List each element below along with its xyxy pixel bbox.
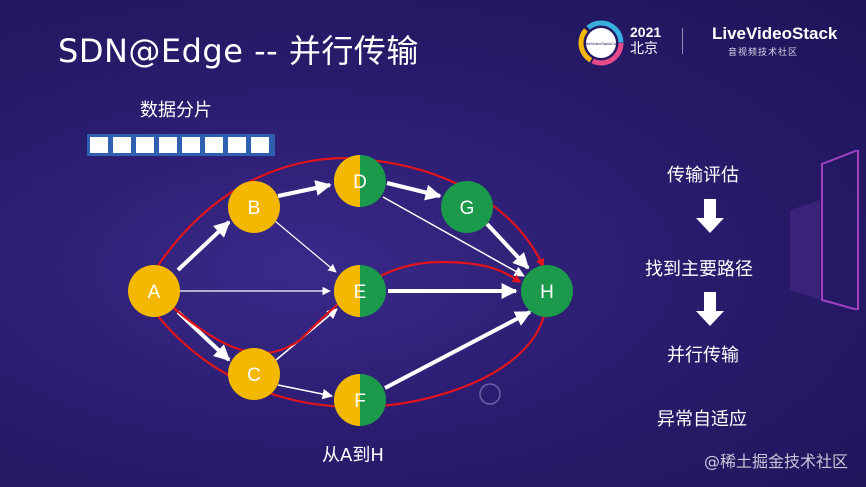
- data-chunk: [181, 136, 201, 154]
- node-d: D: [334, 155, 386, 207]
- data-chunk: [250, 136, 270, 154]
- slide-title: SDN@Edge -- 并行传输: [58, 32, 419, 70]
- node-g: G: [441, 181, 493, 233]
- down-arrow-icon: [696, 199, 724, 233]
- data-chunk: [135, 136, 155, 154]
- edge-b-d: [277, 180, 332, 198]
- edge-c-f: [277, 384, 334, 400]
- node-e: E: [334, 265, 386, 317]
- data-chunk: [112, 136, 132, 154]
- node-f-label: F: [354, 391, 366, 412]
- path-lower: [149, 305, 549, 409]
- edge-d-g: [386, 181, 442, 201]
- data-chunk: [204, 136, 224, 154]
- edge-f-h: [384, 310, 532, 390]
- node-d-label: D: [353, 172, 367, 193]
- node-f: F: [334, 374, 386, 426]
- node-c: C: [228, 348, 280, 400]
- edge-a-c: [176, 310, 231, 362]
- node-h-label: H: [540, 282, 554, 303]
- logo-brand: LiveVideoStack: [712, 24, 838, 43]
- data-chunk-bar: [87, 134, 275, 156]
- conference-badge-text: LiveVideoStackCon: [584, 41, 619, 46]
- chunks-label: 数据分片: [140, 100, 212, 121]
- route-label: 从A到H: [322, 445, 384, 466]
- node-a-label: A: [148, 282, 161, 303]
- decorative-circle-icon: [479, 383, 501, 405]
- watermark: @稀土掘金技术社区: [703, 452, 848, 471]
- edge-b-e: [274, 220, 337, 273]
- step-find-main-path: 找到主要路径: [645, 259, 753, 280]
- step-exception-adaptive: 异常自适应: [657, 409, 747, 430]
- edge-g-h: [485, 222, 530, 270]
- step-parallel-transfer: 并行传输: [667, 345, 739, 366]
- node-h: H: [521, 265, 573, 317]
- edges: [176, 180, 532, 400]
- process-arrows: [696, 199, 724, 326]
- conference-logo-icon: LiveVideoStackCon: [578, 20, 624, 66]
- logo-city: 北京: [630, 40, 658, 56]
- logo-divider: [682, 28, 683, 54]
- decorative-neon-shape: [790, 150, 859, 310]
- node-b: B: [228, 181, 280, 233]
- node-b-label: B: [248, 198, 261, 219]
- edge-d-h: [382, 196, 525, 277]
- down-arrow-icon: [696, 292, 724, 326]
- node-g-label: G: [460, 198, 475, 219]
- data-chunk: [158, 136, 178, 154]
- node-e-label: E: [354, 282, 367, 303]
- logo-year: 2021: [630, 24, 662, 40]
- step-transfer-evaluation: 传输评估: [667, 165, 739, 186]
- data-chunk: [89, 136, 109, 154]
- edge-a-b: [176, 220, 231, 272]
- node-a: A: [128, 265, 180, 317]
- data-chunk: [227, 136, 247, 154]
- logo-subtitle: 音视频技术社区: [728, 47, 799, 57]
- node-c-label: C: [247, 365, 261, 386]
